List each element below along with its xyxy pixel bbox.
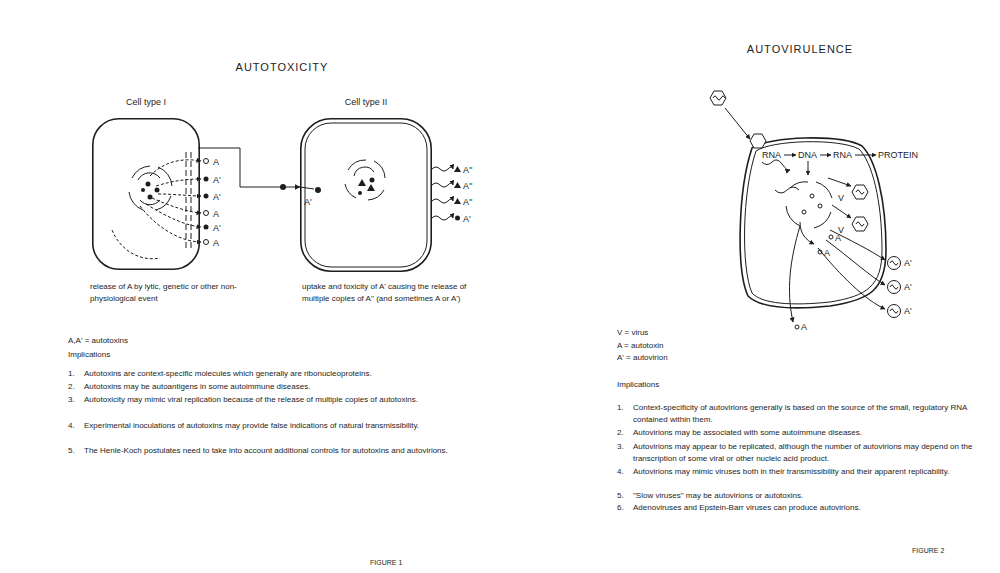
section-heading: Implications — [68, 349, 110, 361]
molecule-label: A'' — [463, 196, 472, 208]
figure-number: FIGURE 1 — [370, 557, 402, 569]
molecule-label: A — [835, 232, 841, 244]
molecule-label: A'' — [463, 180, 472, 192]
molecule-label: A' — [213, 174, 221, 186]
figure-title: AUTOTOXICITY — [182, 60, 382, 74]
molecule-label: A — [801, 321, 807, 333]
process-step: PROTEIN — [878, 149, 918, 161]
list-item: Autotoxins may be autoantigens in some a… — [84, 381, 459, 393]
legend-text: V = virus — [617, 327, 648, 339]
list-item: Autovirions may mimic viruses both in th… — [633, 466, 991, 478]
legend-text: A' = autovirion — [617, 352, 668, 364]
list-number: 5. — [68, 445, 75, 457]
list-item: "Slow viruses" may be autovirions or aut… — [633, 490, 991, 502]
list-item: Adenoviruses and Epstein-Barr viruses ca… — [633, 502, 991, 514]
cell-outline: Cell type II — [300, 118, 432, 272]
list-number: 3. — [617, 441, 624, 453]
molecule-label: A — [213, 208, 219, 220]
list-number: 6. — [617, 502, 624, 514]
molecule-label: A' — [213, 222, 221, 234]
cell-heading: Cell type I — [92, 96, 200, 108]
transfer-arrow — [198, 148, 300, 187]
list-item: Autovirions may be associated with some … — [633, 427, 991, 439]
molecule-label: A' — [904, 257, 912, 269]
molecule-label: A — [824, 247, 830, 259]
molecule-label: A' — [904, 281, 912, 293]
list-number: 4. — [68, 420, 75, 432]
list-number: 1. — [617, 402, 624, 414]
caption: uptake and toxicity of A' causing the re… — [302, 281, 467, 305]
list-item: Context-specificity of autovirions gener… — [633, 402, 991, 426]
molecule-label: A' — [463, 213, 471, 225]
figure-number: FIGURE 2 — [912, 545, 944, 557]
process-step: DNA — [798, 149, 817, 161]
molecule-label: A'' — [463, 164, 472, 176]
legend-text: A,A' = autotoxins — [68, 335, 128, 347]
list-number: 4. — [617, 466, 624, 478]
list-number: 5. — [617, 490, 624, 502]
list-item: The Henle-Koch postulates need to take i… — [84, 445, 459, 457]
list-item: Autotoxins are context-specific molecule… — [84, 368, 459, 380]
cell-membrane — [300, 118, 432, 272]
caption: release of A by lytic, genetic or other … — [90, 281, 265, 305]
molecule-label: A — [213, 156, 219, 168]
legend-text: A = autotoxin — [617, 340, 663, 352]
list-item: Autovirions may appear to be replicated,… — [633, 441, 991, 465]
cell-outline: Cell type I — [92, 118, 200, 270]
molecule-label: A — [213, 237, 219, 249]
cell-membrane — [92, 118, 200, 270]
molecule-label: A' — [304, 196, 312, 208]
list-item: Experimental inoculations of autotoxins … — [84, 420, 459, 432]
section-heading: Implications — [617, 379, 659, 391]
list-number: 2. — [68, 381, 75, 393]
molecule-label: A' — [213, 191, 221, 203]
process-step: RNA — [762, 149, 781, 161]
list-number: 3. — [68, 394, 75, 406]
process-step: RNA — [833, 149, 852, 161]
figure-title: AUTOVIRULENCE — [700, 42, 900, 56]
cell-heading: Cell type II — [300, 96, 432, 108]
molecule-label: A' — [904, 305, 912, 317]
list-item: Autotoxicity may mimic viral replication… — [84, 394, 459, 406]
molecule-label: V — [838, 192, 844, 204]
list-number: 1. — [68, 368, 75, 380]
list-number: 2. — [617, 427, 624, 439]
